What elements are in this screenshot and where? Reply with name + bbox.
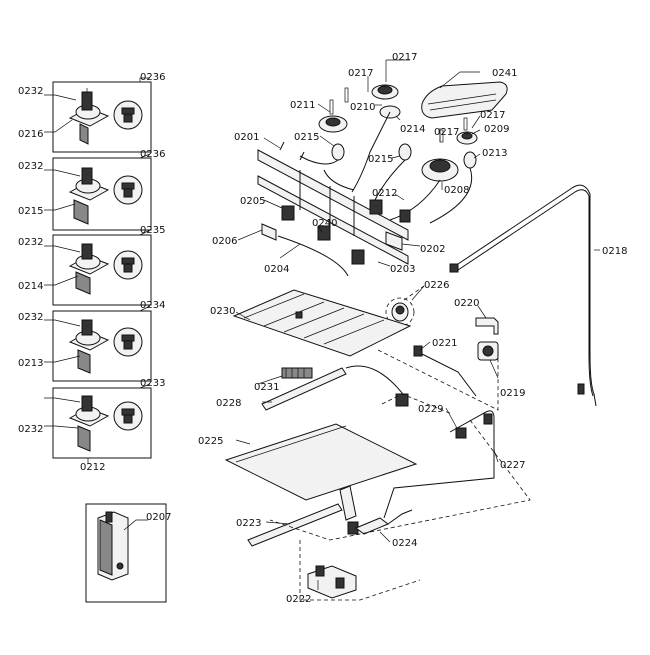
igniter-0224 bbox=[355, 509, 413, 535]
label-0219: 0219 bbox=[500, 388, 525, 399]
label-0235: 0235 bbox=[140, 225, 165, 236]
label-0226: 0226 bbox=[424, 280, 449, 291]
label-0215-b: 0215 bbox=[294, 132, 319, 143]
valve-0222 bbox=[307, 565, 357, 599]
label-0232-d: 0232 bbox=[18, 312, 43, 323]
label-0228: 0228 bbox=[216, 398, 241, 409]
label-0232-a: 0232 bbox=[18, 86, 43, 97]
label-0208: 0208 bbox=[444, 185, 469, 196]
label-0222: 0222 bbox=[286, 594, 311, 605]
label-0233: 0233 bbox=[140, 378, 165, 389]
label-0213-a: 0213 bbox=[18, 358, 43, 369]
label-0241: 0241 bbox=[492, 68, 517, 79]
label-0240: 0240 bbox=[312, 218, 337, 229]
label-0227: 0227 bbox=[500, 460, 525, 471]
valve-assembly-0213 bbox=[52, 310, 152, 382]
label-0217-b: 0217 bbox=[348, 68, 373, 79]
label-0210: 0210 bbox=[350, 102, 375, 113]
label-0204: 0204 bbox=[264, 264, 289, 275]
label-0203: 0203 bbox=[390, 264, 415, 275]
label-0202: 0202 bbox=[420, 244, 445, 255]
label-0217-c: 0217 bbox=[480, 110, 505, 121]
bracket-0220 bbox=[475, 317, 499, 335]
top-burners bbox=[299, 81, 508, 224]
label-0220: 0220 bbox=[454, 298, 479, 309]
dashed-outlines bbox=[269, 285, 531, 601]
tube-0221 bbox=[413, 345, 477, 397]
label-0207: 0207 bbox=[146, 512, 171, 523]
label-0231: 0231 bbox=[254, 382, 279, 393]
label-0209: 0209 bbox=[484, 124, 509, 135]
label-0215-a: 0215 bbox=[18, 206, 43, 217]
label-0225: 0225 bbox=[198, 436, 223, 447]
label-0229: 0229 bbox=[418, 404, 443, 415]
label-0212-b: 0212 bbox=[372, 188, 397, 199]
label-0217-d: 0217 bbox=[434, 127, 459, 138]
right-leaders bbox=[235, 59, 600, 590]
label-0232-b: 0232 bbox=[18, 161, 43, 172]
ignition-module-0207 bbox=[85, 503, 167, 603]
gas-supply-tube-0218 bbox=[449, 184, 597, 407]
label-0205: 0205 bbox=[240, 196, 265, 207]
label-0211: 0211 bbox=[290, 100, 315, 111]
left-leaders bbox=[44, 77, 151, 464]
label-0230: 0230 bbox=[210, 306, 235, 317]
panel-0230 bbox=[232, 289, 412, 357]
burner-tube-0228 bbox=[261, 365, 409, 411]
label-0224: 0224 bbox=[392, 538, 417, 549]
valve-assembly-0216 bbox=[52, 81, 152, 153]
panel-0225 bbox=[224, 423, 418, 501]
label-0215-c: 0215 bbox=[368, 154, 393, 165]
thermostat-0219 bbox=[477, 341, 499, 361]
tube-0227 bbox=[383, 410, 495, 519]
label-0234: 0234 bbox=[140, 300, 165, 311]
label-0214-b: 0214 bbox=[400, 124, 425, 135]
label-0213-b: 0213 bbox=[482, 148, 507, 159]
label-0214-a: 0214 bbox=[18, 281, 43, 292]
label-0223: 0223 bbox=[236, 518, 261, 529]
label-0216: 0216 bbox=[18, 129, 43, 140]
label-0236-b: 0236 bbox=[140, 149, 165, 160]
part-0226 bbox=[385, 297, 415, 327]
label-0206: 0206 bbox=[212, 236, 237, 247]
burner-0223 bbox=[247, 485, 359, 547]
part-labels: 0236 0232 0216 0236 0232 0215 0235 0232 … bbox=[18, 52, 627, 605]
valve-assembly-0215 bbox=[52, 157, 152, 231]
label-0217-a: 0217 bbox=[392, 52, 417, 63]
label-0221: 0221 bbox=[432, 338, 457, 349]
part-0231 bbox=[281, 367, 313, 379]
label-0232-e: 0232 bbox=[18, 424, 43, 435]
manifold-frame bbox=[257, 141, 411, 277]
label-0232-c: 0232 bbox=[18, 237, 43, 248]
label-0201: 0201 bbox=[234, 132, 259, 143]
label-0218: 0218 bbox=[602, 246, 627, 257]
label-0236-a: 0236 bbox=[140, 72, 165, 83]
label-0212-a: 0212 bbox=[80, 462, 105, 473]
valve-assembly-0214 bbox=[52, 234, 152, 306]
valve-assembly-0212 bbox=[52, 387, 152, 459]
